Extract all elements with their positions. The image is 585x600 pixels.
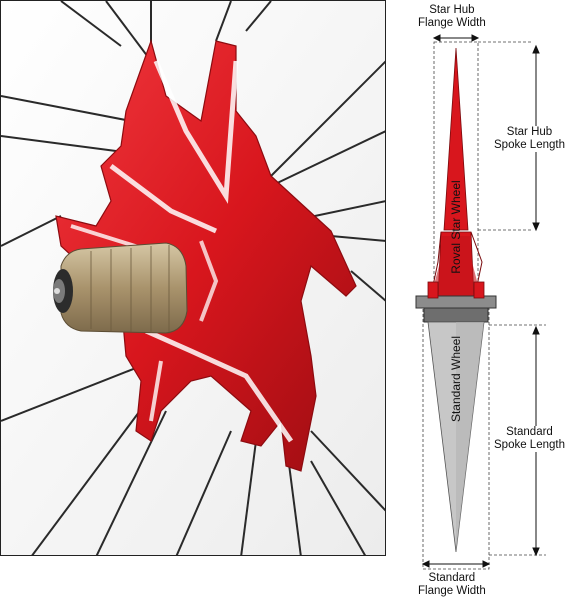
star-hub-body (55, 39, 357, 472)
wheel-hub-photo (0, 0, 386, 556)
label-line: Spoke Length (494, 439, 565, 451)
label-line: Standard (428, 572, 476, 584)
label-line: Star Hub (506, 126, 553, 138)
label-line: Spoke Length (494, 139, 565, 151)
label-line: Flange Width (418, 17, 486, 29)
spoke-length-diagram: Star Hub Flange Width Star Hub Spoke Len… (386, 0, 585, 600)
star-hub-spoke-length-label: Star Hub Spoke Length (494, 126, 565, 152)
comparison-diagram (415, 34, 546, 570)
standard-spoke-length-label: Standard Spoke Length (494, 426, 565, 452)
star-hub-flange-width-label: Star Hub Flange Width (418, 4, 486, 30)
standard-flange-width-label: Standard Flange Width (418, 572, 486, 598)
label-line: Standard (506, 426, 553, 438)
label-line: Flange Width (418, 585, 486, 597)
roval-star-wheel-text: Roval Star Wheel (449, 180, 463, 274)
hub-illustration (1, 1, 385, 555)
label-line: Star Hub (429, 4, 475, 16)
cassette-body (53, 242, 188, 334)
spokes (1, 1, 385, 555)
standard-wheel-text: Standard Wheel (449, 335, 463, 423)
